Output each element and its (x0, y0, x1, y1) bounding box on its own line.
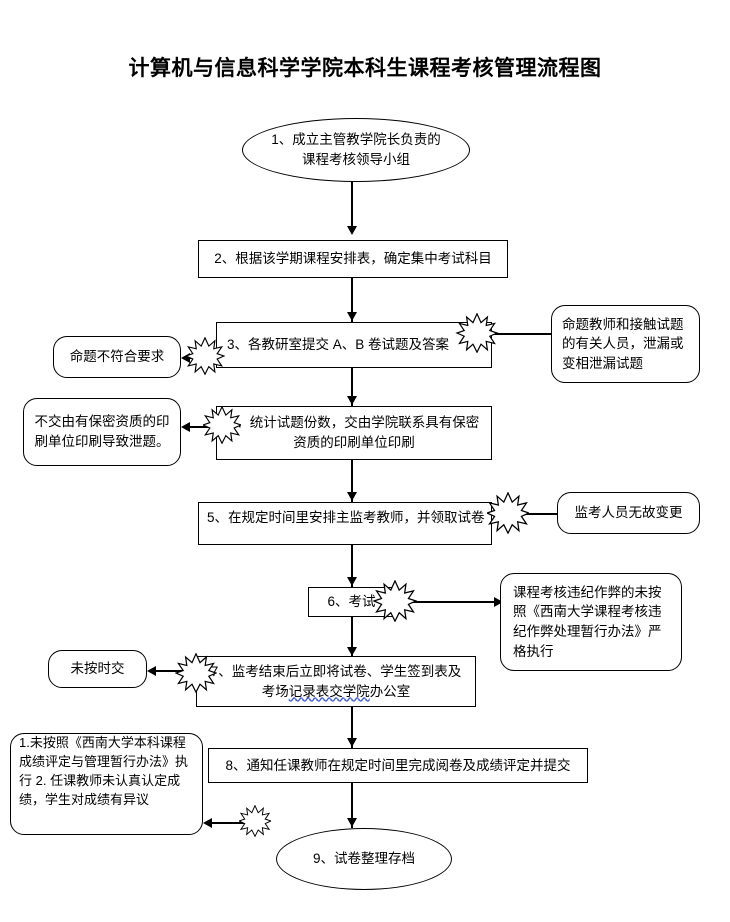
flow-node-step-7-line2-suffix: 办公室 (369, 683, 411, 699)
flow-node-step-6-label: 6、考试 (327, 594, 376, 610)
connector-6-to-exc-right (395, 601, 500, 603)
exception-box-left-4[interactable]: 1.未按照《西南大学本科课程成绩评定与管理暂行办法》执行 2. 任课教师未认真认… (10, 733, 203, 835)
exception-box-left-1[interactable]: 命题不符合要求 (53, 336, 181, 378)
arrowhead-4-to-exc-left (181, 422, 190, 432)
burst-icon-step-4-left (203, 406, 241, 444)
flow-node-step-7-line1: 7、监考结束后立即将试卷、学生签到表及 (210, 663, 462, 679)
exception-box-right-3[interactable]: 课程考核违纪作弊的未按照《西南大学课程考核违纪作弊处理暂行办法》严格执行 (500, 573, 682, 671)
arrowhead-6-to-exc-right (494, 597, 503, 607)
exception-box-left-2[interactable]: 不交由有保密资质的印刷单位印刷导致泄题。 (23, 398, 181, 466)
flow-node-step-8[interactable]: 8、通知任课教师在规定时间里完成阅卷及成绩评定并提交 (208, 748, 588, 783)
arrowhead-8-to-9 (347, 818, 357, 827)
flow-node-end[interactable]: 9、试卷整理存档 (276, 828, 452, 890)
flow-node-end-label: 9、试卷整理存档 (312, 850, 415, 866)
exception-box-left-1-label: 命题不符合要求 (69, 349, 165, 365)
exception-box-right-2[interactable]: 监考人员无故变更 (557, 492, 700, 534)
exception-box-left-3[interactable]: 未按时交 (48, 650, 147, 688)
flow-node-step-4-label: 4、统计试题份数，交由学院联系具有保密资质的印刷单位印刷 (228, 415, 480, 450)
burst-icon-step-7-left (175, 653, 217, 693)
arrowhead-7-to-8 (347, 738, 357, 747)
connector-5-to-6 (351, 545, 353, 587)
flow-node-step-7-line2-prefix: 考场 (261, 683, 289, 699)
exception-box-left-2-label: 不交由有保密资质的印刷单位印刷导致泄题。 (34, 414, 170, 449)
connector-7-to-8 (351, 707, 353, 748)
flow-node-step-3[interactable]: 3、各教研室提交 A、B 卷试题及答案 (216, 322, 492, 368)
exception-box-right-2-label: 监考人员无故变更 (574, 505, 683, 521)
arrowhead-5-to-6 (347, 577, 357, 586)
connector-5-to-exc-right (492, 513, 574, 515)
page-title: 计算机与信息科学学院本科生课程考核管理流程图 (128, 56, 602, 80)
exception-box-right-1-label: 命题教师和接触试题的有关人员，泄漏或变相泄漏试题 (562, 316, 684, 371)
connector-3-to-exc-right (492, 333, 568, 335)
exception-box-left-3-label: 未按时交 (70, 661, 125, 677)
arrowhead-4-to-5 (347, 492, 357, 501)
connector-8-to-exc-left (208, 822, 260, 824)
connector-8-to-9 (351, 783, 353, 828)
flow-node-step-2-label: 2、根据该学期课程安排表，确定集中考试科目 (214, 251, 492, 267)
burst-icon-step-5-right (487, 492, 529, 534)
flow-node-start[interactable]: 1、成立主管教学院长负责的课程考核领导小组 (242, 118, 470, 182)
burst-icon-step-6-right (373, 580, 417, 622)
burst-icon-step-3-right (455, 313, 499, 353)
flow-node-step-3-label: 3、各教研室提交 A、B 卷试题及答案 (227, 337, 450, 353)
arrowhead-3-to-exc-left (181, 353, 190, 363)
exception-box-left-4-line1: 1.未按照《西南大学本科课程成绩评定与管理暂行办法》执行 (19, 735, 189, 788)
flow-node-step-5-label: 5、在规定时间里安排主监考教师，并领取试卷 (207, 510, 485, 525)
arrowhead-7-to-exc-left (147, 666, 156, 676)
arrowhead-8-to-exc-left (203, 818, 212, 828)
exception-box-right-1[interactable]: 命题教师和接触试题的有关人员，泄漏或变相泄漏试题 (551, 305, 700, 383)
arrowhead-2-to-3 (347, 312, 357, 321)
flow-node-step-5[interactable]: 5、在规定时间里安排主监考教师，并领取试卷 (198, 502, 492, 545)
arrowhead-1-to-2 (347, 226, 357, 235)
exception-box-left-4-line2: 2. 任课教师未认真认定成绩，学生对成绩有异议 (19, 772, 181, 807)
connector-4-to-5 (351, 460, 353, 502)
flow-node-start-label: 1、成立主管教学院长负责的课程考核领导小组 (271, 131, 441, 167)
flow-node-step-2[interactable]: 2、根据该学期课程安排表，确定集中考试科目 (198, 240, 508, 278)
flow-node-step-8-label: 8、通知任课教师在规定时间里完成阅卷及成绩评定并提交 (225, 757, 571, 773)
exception-box-right-3-label: 课程考核违纪作弊的未按照《西南大学课程考核违纪作弊处理暂行办法》严格执行 (513, 584, 662, 659)
connector-1-to-2 (351, 181, 353, 228)
exception-box-left-4-label: 1.未按照《西南大学本科课程成绩评定与管理暂行办法》执行 2. 任课教师未认真认… (11, 734, 202, 809)
connector-3-to-4 (351, 368, 353, 406)
connector-2-to-3 (351, 278, 353, 322)
flow-node-step-7-line2-misspelled: 记录表交学院 (288, 683, 370, 699)
burst-icon-step-8-left (239, 805, 271, 837)
arrowhead-3-to-4 (347, 396, 357, 405)
flow-node-step-7[interactable]: 7、监考结束后立即将试卷、学生签到表及 考场记录表交学院办公室 (196, 656, 476, 707)
arrowhead-6-to-7 (347, 647, 357, 656)
flow-node-step-4[interactable]: 4、统计试题份数，交由学院联系具有保密资质的印刷单位印刷 (216, 406, 492, 460)
connector-6-to-7 (351, 617, 353, 656)
burst-icon-step-3-left (185, 337, 225, 375)
flow-node-step-7-label: 7、监考结束后立即将试卷、学生签到表及 考场记录表交学院办公室 (197, 662, 475, 701)
